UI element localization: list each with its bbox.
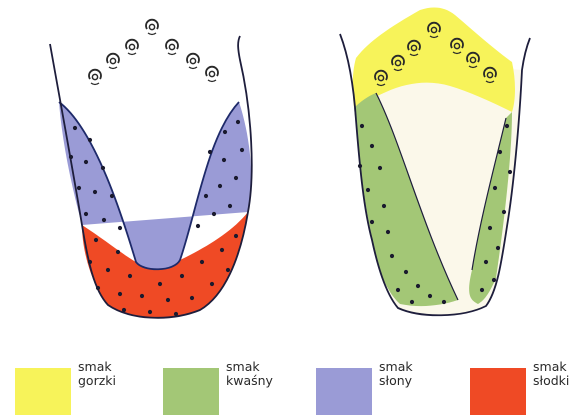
sweet-label-line1: smak bbox=[533, 360, 569, 374]
taste-bud-dot-icon bbox=[106, 268, 110, 272]
taste-bud-dot-icon bbox=[390, 254, 394, 258]
taste-bud-dot-icon bbox=[366, 188, 370, 192]
taste-bud-dot-icon bbox=[240, 148, 244, 152]
salty-label-line1: smak bbox=[379, 360, 413, 374]
sour-label-line1: smak bbox=[226, 360, 273, 374]
taste-bud-dot-icon bbox=[93, 190, 97, 194]
taste-bud-dot-icon bbox=[196, 224, 200, 228]
taste-bud-dot-icon bbox=[360, 124, 364, 128]
taste-bud-dot-icon bbox=[223, 130, 227, 134]
taste-bud-dot-icon bbox=[110, 194, 114, 198]
taste-bud-dot-icon bbox=[442, 300, 446, 304]
taste-bud-dot-icon bbox=[94, 238, 98, 242]
left-tongue bbox=[50, 20, 252, 318]
taste-bud-dot-icon bbox=[212, 212, 216, 216]
taste-bud-dot-icon bbox=[118, 292, 122, 296]
taste-bud-dot-icon bbox=[208, 150, 212, 154]
taste-bud-dot-icon bbox=[174, 312, 178, 316]
taste-bud-dot-icon bbox=[101, 166, 105, 170]
taste-bud-dot-icon bbox=[122, 308, 126, 312]
taste-bud-dot-icon bbox=[69, 155, 73, 159]
left-tongue-papillae bbox=[89, 20, 218, 85]
taste-bud-dot-icon bbox=[370, 220, 374, 224]
taste-bud-dot-icon bbox=[386, 230, 390, 234]
taste-bud-dot-icon bbox=[158, 282, 162, 286]
taste-bud-dot-icon bbox=[358, 164, 362, 168]
taste-bud-dot-icon bbox=[508, 170, 512, 174]
taste-bud-dot-icon bbox=[236, 120, 240, 124]
sweet-swatch bbox=[470, 368, 526, 415]
taste-bud-dot-icon bbox=[180, 274, 184, 278]
taste-bud-dot-icon bbox=[226, 268, 230, 272]
circumvallate-papilla-icon bbox=[187, 54, 199, 69]
circumvallate-papilla-icon bbox=[146, 20, 158, 35]
taste-bud-dot-icon bbox=[148, 310, 152, 314]
taste-bud-dot-icon bbox=[505, 124, 509, 128]
salty-label-line2: słony bbox=[379, 374, 413, 388]
taste-bud-dot-icon bbox=[84, 160, 88, 164]
circumvallate-papilla-icon bbox=[107, 54, 119, 69]
circumvallate-papilla-icon bbox=[166, 40, 178, 55]
taste-bud-dot-icon bbox=[492, 278, 496, 282]
taste-bud-dot-icon bbox=[396, 288, 400, 292]
taste-bud-dot-icon bbox=[404, 270, 408, 274]
sweet-label-line2: słodki bbox=[533, 374, 569, 388]
taste-bud-dot-icon bbox=[128, 274, 132, 278]
taste-bud-dot-icon bbox=[234, 234, 238, 238]
taste-bud-dot-icon bbox=[88, 260, 92, 264]
taste-bud-dot-icon bbox=[102, 218, 106, 222]
taste-bud-dot-icon bbox=[493, 186, 497, 190]
taste-bud-dot-icon bbox=[200, 260, 204, 264]
taste-bud-dot-icon bbox=[382, 204, 386, 208]
taste-bud-dot-icon bbox=[498, 150, 502, 154]
taste-bud-dot-icon bbox=[484, 260, 488, 264]
taste-bud-dot-icon bbox=[118, 226, 122, 230]
taste-bud-dot-icon bbox=[77, 186, 81, 190]
taste-bud-dot-icon bbox=[218, 184, 222, 188]
sour-label-line2: kwaśny bbox=[226, 374, 273, 388]
circumvallate-papilla-icon bbox=[126, 40, 138, 55]
taste-bud-dot-icon bbox=[210, 282, 214, 286]
taste-bud-dot-icon bbox=[73, 126, 77, 130]
sour-swatch bbox=[163, 368, 219, 415]
tongue-taste-map-diagram bbox=[0, 0, 578, 350]
bitter-swatch bbox=[15, 368, 71, 415]
taste-bud-dot-icon bbox=[480, 288, 484, 292]
taste-bud-dot-icon bbox=[166, 298, 170, 302]
taste-bud-dot-icon bbox=[416, 284, 420, 288]
taste-bud-dot-icon bbox=[140, 294, 144, 298]
taste-bud-dot-icon bbox=[370, 144, 374, 148]
taste-bud-dot-icon bbox=[96, 286, 100, 290]
taste-bud-dot-icon bbox=[220, 248, 224, 252]
circumvallate-papilla-icon bbox=[206, 67, 218, 82]
taste-bud-dot-icon bbox=[84, 212, 88, 216]
taste-bud-dot-icon bbox=[428, 294, 432, 298]
salty-swatch bbox=[316, 368, 372, 415]
taste-bud-dot-icon bbox=[378, 166, 382, 170]
bitter-label-line2: gorzki bbox=[78, 374, 116, 388]
taste-bud-dot-icon bbox=[496, 246, 500, 250]
taste-bud-dot-icon bbox=[502, 210, 506, 214]
taste-bud-dot-icon bbox=[190, 296, 194, 300]
taste-bud-dot-icon bbox=[488, 226, 492, 230]
taste-bud-dot-icon bbox=[410, 300, 414, 304]
taste-bud-dot-icon bbox=[88, 138, 92, 142]
taste-bud-dot-icon bbox=[204, 194, 208, 198]
taste-bud-dot-icon bbox=[228, 204, 232, 208]
bitter-label-line1: smak bbox=[78, 360, 116, 374]
taste-bud-dot-icon bbox=[116, 250, 120, 254]
taste-bud-dot-icon bbox=[234, 176, 238, 180]
right-tongue bbox=[340, 7, 530, 315]
taste-bud-dot-icon bbox=[222, 158, 226, 162]
circumvallate-papilla-icon bbox=[89, 70, 101, 85]
